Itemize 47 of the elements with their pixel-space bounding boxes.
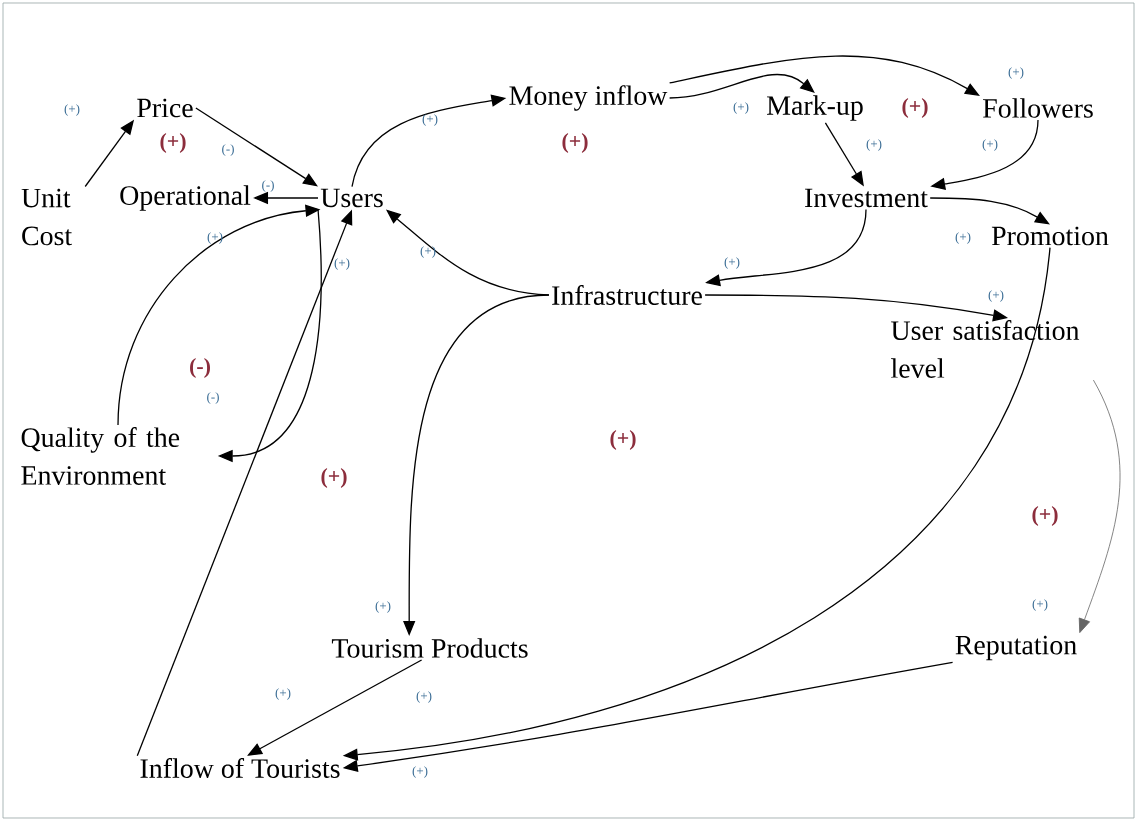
polarity-sign: (+)	[988, 290, 1004, 302]
polarity-sign: (+)	[955, 232, 971, 244]
variable-label: Infrastructure	[552, 285, 702, 305]
variable-label: Tourism Products	[331, 638, 528, 658]
variable-label: Reputation	[955, 635, 1077, 661]
variable-label: Investment	[805, 188, 928, 208]
arrow	[1078, 379, 1121, 633]
polarity-sign: (+)	[334, 258, 350, 270]
variable-label: Money inflow	[509, 85, 668, 111]
variable-label: Followers	[983, 98, 1093, 118]
polarity-sign: (+)	[982, 139, 998, 151]
loop-sign: (+)	[1032, 506, 1058, 526]
polarity-sign: (+)	[375, 601, 391, 613]
polarity-sign: (-)	[262, 180, 274, 192]
loop-sign: (-)	[190, 358, 210, 378]
loop-sign: (+)	[610, 430, 636, 450]
arrow	[668, 55, 980, 96]
polarity-sign: (+)	[420, 246, 436, 258]
polarity-sign: (+)	[275, 688, 291, 700]
variable-label: Price	[137, 98, 193, 118]
polarity-sign: (+)	[733, 102, 749, 114]
polarity-sign: (+)	[207, 232, 223, 244]
polarity-sign: (-)	[207, 392, 219, 404]
polarity-sign: (+)	[416, 691, 432, 703]
arrow	[247, 659, 423, 756]
arrow	[929, 197, 1050, 225]
variable-label: Quality of the Environment	[21, 427, 180, 485]
polarity-sign: (+)	[1008, 67, 1024, 79]
polarity-sign: (+)	[866, 139, 882, 151]
polarity-sign: (+)	[64, 104, 80, 116]
variable-label: Unit Cost	[21, 188, 72, 246]
arrow	[668, 73, 815, 99]
variable-label: Mark-up	[767, 95, 863, 121]
variable-label: Inflow of Tourists	[140, 758, 340, 778]
polarity-sign: (+)	[1032, 599, 1048, 611]
variable-label: Users	[320, 188, 383, 208]
polarity-sign: (+)	[412, 766, 428, 778]
loop-sign: (+)	[562, 133, 588, 153]
variable-label: Promotion	[991, 226, 1109, 246]
polarity-sign: (+)	[724, 257, 740, 269]
loop-sign: (+)	[902, 98, 928, 118]
arrow	[195, 107, 318, 187]
variable-label: Operational	[120, 185, 251, 211]
loop-sign: (+)	[160, 133, 186, 153]
loop-sign: (+)	[321, 468, 347, 488]
polarity-sign: (+)	[422, 114, 438, 126]
polarity-sign: (-)	[222, 144, 234, 156]
